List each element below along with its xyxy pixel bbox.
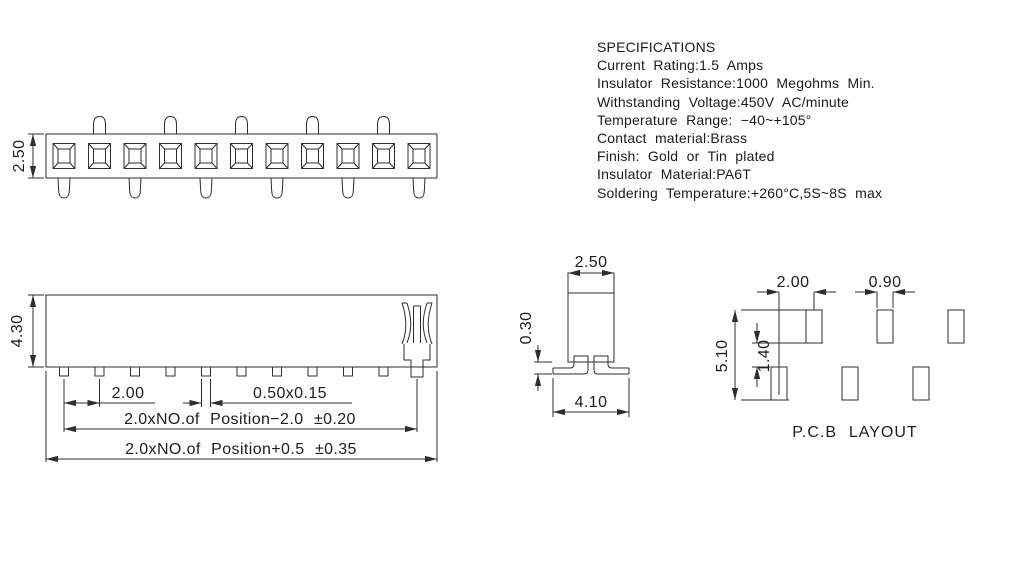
square-hole	[88, 143, 111, 169]
dim-pcb-pad-width: 0.90	[855, 274, 915, 308]
side-gullwing-leads	[552, 362, 630, 375]
pcb-pad	[805, 309, 823, 344]
spec-line-insulator-material: Insulator Material:PA6T	[597, 166, 752, 183]
solder-pin	[378, 366, 389, 377]
smt-lead	[199, 177, 213, 199]
smt-lead	[235, 116, 248, 135]
dim-label-top-height: 2.50	[11, 140, 28, 173]
solder-pin	[272, 366, 282, 377]
spec-line-current-rating: Current Rating:1.5 Amps	[597, 57, 764, 74]
dim-front-height: 4.30	[9, 294, 44, 368]
solder-pin	[165, 366, 176, 377]
dim-top-height: 2.50	[11, 133, 44, 179]
square-hole	[123, 143, 147, 169]
pcb-layout-title: P.C.B LAYOUT	[792, 424, 917, 441]
dim-pcb-row-gap: 1.40	[752, 323, 823, 387]
dim-front-pins-span: 2.0xNO.of Position−2.0 ±0.20	[64, 411, 417, 433]
dim-pcb-pitch: 2.00	[757, 274, 836, 395]
square-hole	[407, 143, 431, 169]
solder-pin	[130, 366, 140, 377]
side-view: 2.50 0.30 4.10	[518, 254, 630, 417]
smt-lead	[93, 116, 106, 135]
pcb-pad	[912, 366, 930, 401]
dim-label-pcb-row-gap: 1.40	[756, 340, 773, 373]
spec-line-contact-material: Contact material:Brass	[597, 130, 748, 147]
dim-label-front-pins-span: 2.0xNO.of Position−2.0 ±0.20	[124, 411, 356, 428]
top-view-holes	[52, 143, 431, 169]
dim-side-total-width: 4.10	[552, 378, 630, 417]
front-view-pins	[59, 366, 389, 377]
dim-label-pcb-row-span: 5.10	[714, 340, 731, 373]
dim-label-front-body-span: 2.0xNO.of Position+0.5 ±0.35	[125, 441, 357, 458]
solder-pin	[201, 366, 211, 377]
specifications-title: SPECIFICATIONS	[597, 39, 716, 55]
top-view-upper-leads	[93, 116, 390, 135]
top-view: 2.50	[11, 116, 438, 199]
solder-pin	[236, 366, 247, 377]
spec-line-withstanding-voltage: Withstanding Voltage:450V AC/minute	[597, 93, 849, 110]
top-view-lower-leads	[57, 177, 426, 199]
square-hole	[52, 143, 76, 169]
dim-label-pcb-pitch: 2.00	[777, 274, 810, 291]
solder-pin	[343, 366, 353, 377]
square-hole	[265, 143, 289, 169]
square-hole	[230, 143, 253, 169]
dim-side-lead: 0.30	[518, 312, 552, 391]
spec-line-insulator-resistance: Insulator Resistance:1000 Megohms Min.	[597, 75, 875, 92]
square-hole	[336, 143, 360, 169]
spec-line-finish: Finish: Gold or Tin plated	[597, 148, 775, 165]
solder-pin	[59, 366, 69, 377]
pcb-pads-bottom-row	[770, 366, 930, 401]
square-hole	[301, 143, 324, 169]
front-view: 4.30 2.00 0.5	[9, 294, 438, 463]
dim-label-side-width: 2.50	[575, 254, 608, 271]
smt-lead	[377, 116, 390, 135]
dim-label-side-lead: 0.30	[518, 312, 535, 345]
spec-line-temperature-range: Temperature Range: −40~+105°	[597, 111, 812, 128]
dim-side-width: 2.50	[568, 254, 614, 277]
dim-label-front-height: 4.30	[9, 315, 26, 348]
dim-label-side-total-width: 4.10	[575, 394, 608, 411]
solder-pin	[94, 366, 105, 377]
smt-lead	[270, 177, 284, 199]
spec-line-soldering-temperature: Soldering Temperature:+260°C,5S~8S max	[597, 184, 883, 201]
dim-label-pcb-pad-width: 0.90	[869, 274, 902, 291]
square-hole	[194, 143, 218, 169]
smt-lead	[306, 116, 319, 135]
dim-label-front-pitch: 2.00	[112, 385, 145, 402]
pcb-pads-top-row	[805, 309, 965, 344]
smt-lead	[57, 177, 71, 199]
solder-pin	[307, 366, 318, 377]
smt-lead	[164, 116, 177, 135]
square-hole	[159, 143, 182, 169]
specifications-block: SPECIFICATIONS Current Rating:1.5 Amps I…	[597, 38, 882, 202]
dim-front-pitch: 2.00	[64, 385, 155, 407]
dim-pcb-row-span: 5.10	[714, 309, 822, 401]
front-extension-lines	[45, 371, 438, 462]
pcb-pad	[876, 309, 894, 344]
dim-label-front-pin: 0.50x0.15	[253, 385, 327, 402]
pcb-pad	[947, 309, 965, 344]
smt-lead	[128, 177, 142, 199]
dim-front-body-span: 2.0xNO.of Position+0.5 ±0.35	[46, 441, 437, 463]
dim-front-pin: 0.50x0.15	[183, 385, 352, 407]
smt-lead	[341, 177, 355, 199]
pcb-layout: 2.00 0.90 5.10	[714, 274, 965, 441]
contact-detail	[401, 302, 433, 378]
smt-lead	[412, 177, 426, 199]
square-hole	[372, 143, 395, 169]
pcb-pad	[841, 366, 859, 401]
